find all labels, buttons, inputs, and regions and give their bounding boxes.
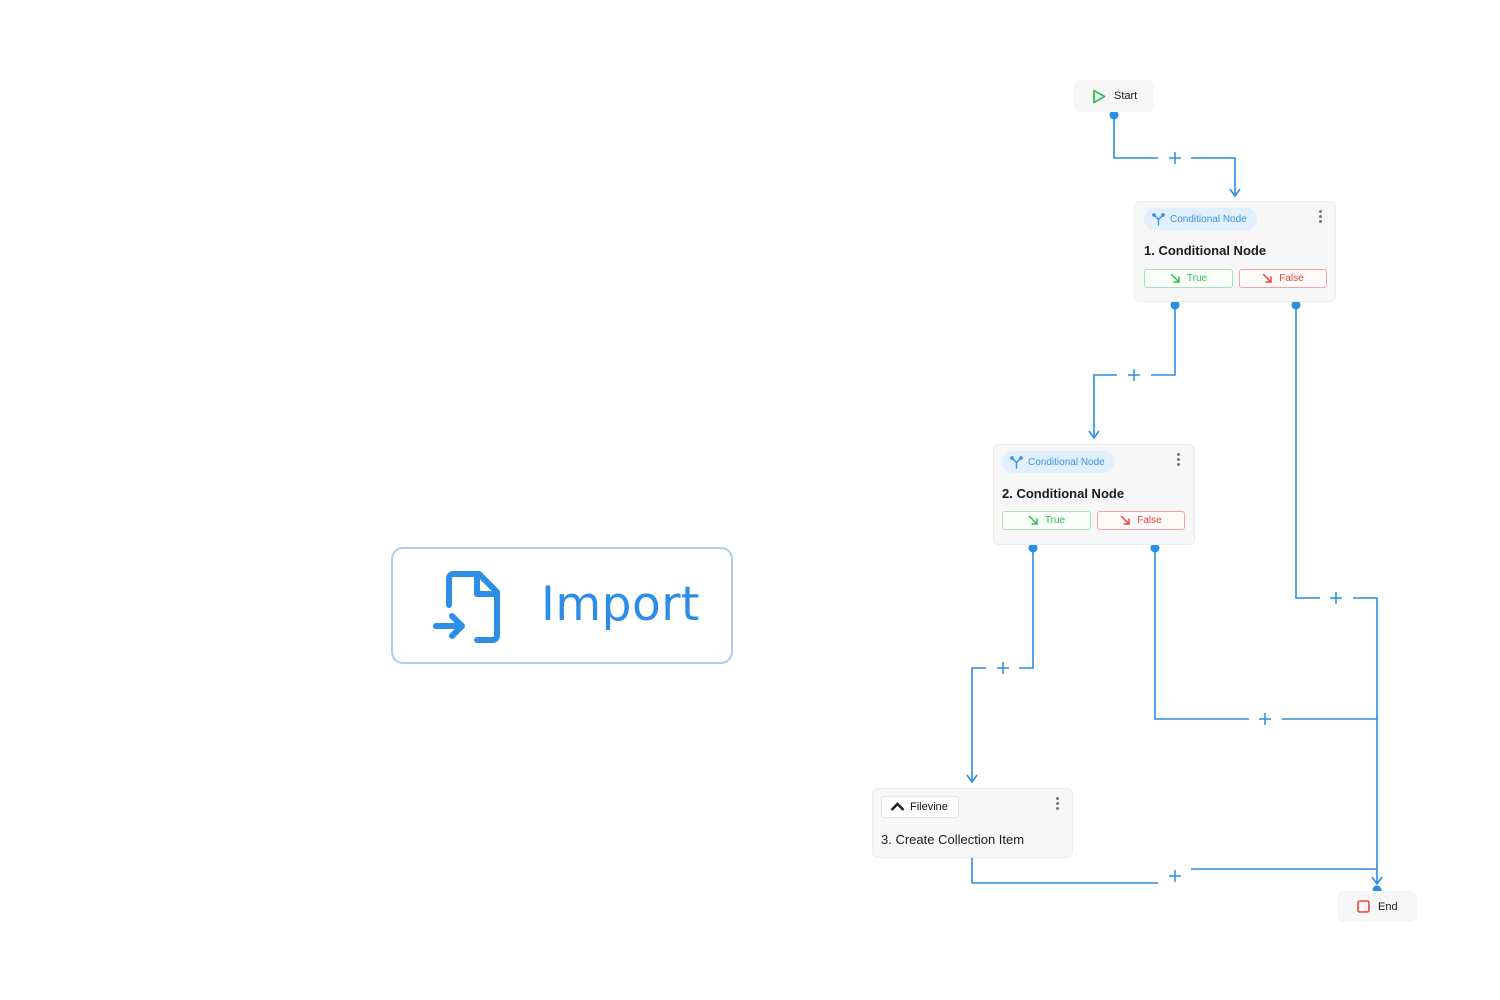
stop-square-icon: [1357, 900, 1370, 913]
more-vertical-icon[interactable]: [1056, 797, 1060, 811]
import-button[interactable]: Import: [391, 547, 733, 664]
handle-dot: [1170, 300, 1180, 310]
arrow-down-right-icon: [1121, 515, 1131, 525]
handle-dot: [1150, 543, 1160, 553]
end-node[interactable]: End: [1337, 891, 1417, 922]
edge-start-to-node1: [1113, 115, 1236, 196]
action-node-3[interactable]: Filevine 3. Create Collection Item: [873, 789, 1072, 857]
start-node[interactable]: Start: [1074, 80, 1154, 112]
node-type-badge: Conditional Node: [1144, 208, 1257, 230]
add-step-plus-icon: [1169, 152, 1181, 164]
node-app-badge: Filevine: [881, 796, 959, 818]
node-title: 2. Conditional Node: [1002, 486, 1125, 501]
edge-node1-false-to-end: [1295, 305, 1378, 884]
edge-node3-to-end: [971, 858, 1377, 884]
import-label: Import: [541, 577, 700, 632]
add-step-plus-icon: [1169, 870, 1181, 882]
handle-dot: [1109, 110, 1119, 120]
true-branch-button[interactable]: True: [1144, 269, 1233, 288]
node-title: 3. Create Collection Item: [881, 832, 1025, 847]
add-step-plus-icons: [997, 152, 1342, 882]
edge-node2-false-to-end: [1154, 548, 1377, 720]
add-step-plus-icon: [1259, 713, 1271, 725]
edge-node1-true-to-node2: [1093, 305, 1176, 438]
start-label: Start: [1114, 90, 1138, 102]
branch-icon: [1010, 455, 1023, 469]
add-step-plus-icon: [1330, 592, 1342, 604]
end-label: End: [1378, 900, 1398, 913]
arrow-down-right-icon: [1170, 273, 1180, 283]
node-title: 1. Conditional Node: [1144, 243, 1267, 258]
false-branch-button[interactable]: False: [1097, 511, 1185, 530]
add-step-plus-icon: [997, 662, 1009, 674]
handle-dot: [1028, 543, 1038, 553]
file-import-icon: [433, 571, 500, 643]
more-vertical-icon[interactable]: [1177, 453, 1181, 467]
more-vertical-icon[interactable]: [1319, 210, 1323, 224]
add-step-plus-icon: [1128, 369, 1140, 381]
handle-dot: [1291, 300, 1301, 310]
conditional-node-2[interactable]: Conditional Node 2. Conditional Node Tru…: [994, 445, 1194, 544]
branch-icon: [1152, 212, 1165, 226]
filevine-logo-icon: [890, 802, 905, 811]
false-branch-button[interactable]: False: [1239, 269, 1327, 288]
edge-node2-true-to-node3: [971, 548, 1034, 782]
true-branch-button[interactable]: True: [1002, 511, 1091, 530]
node-type-badge: Conditional Node: [1002, 451, 1115, 473]
play-icon: [1093, 89, 1106, 103]
arrow-down-right-icon: [1028, 515, 1038, 525]
conditional-node-1[interactable]: Conditional Node 1. Conditional Node Tru…: [1135, 202, 1335, 301]
arrow-down-right-icon: [1263, 273, 1273, 283]
